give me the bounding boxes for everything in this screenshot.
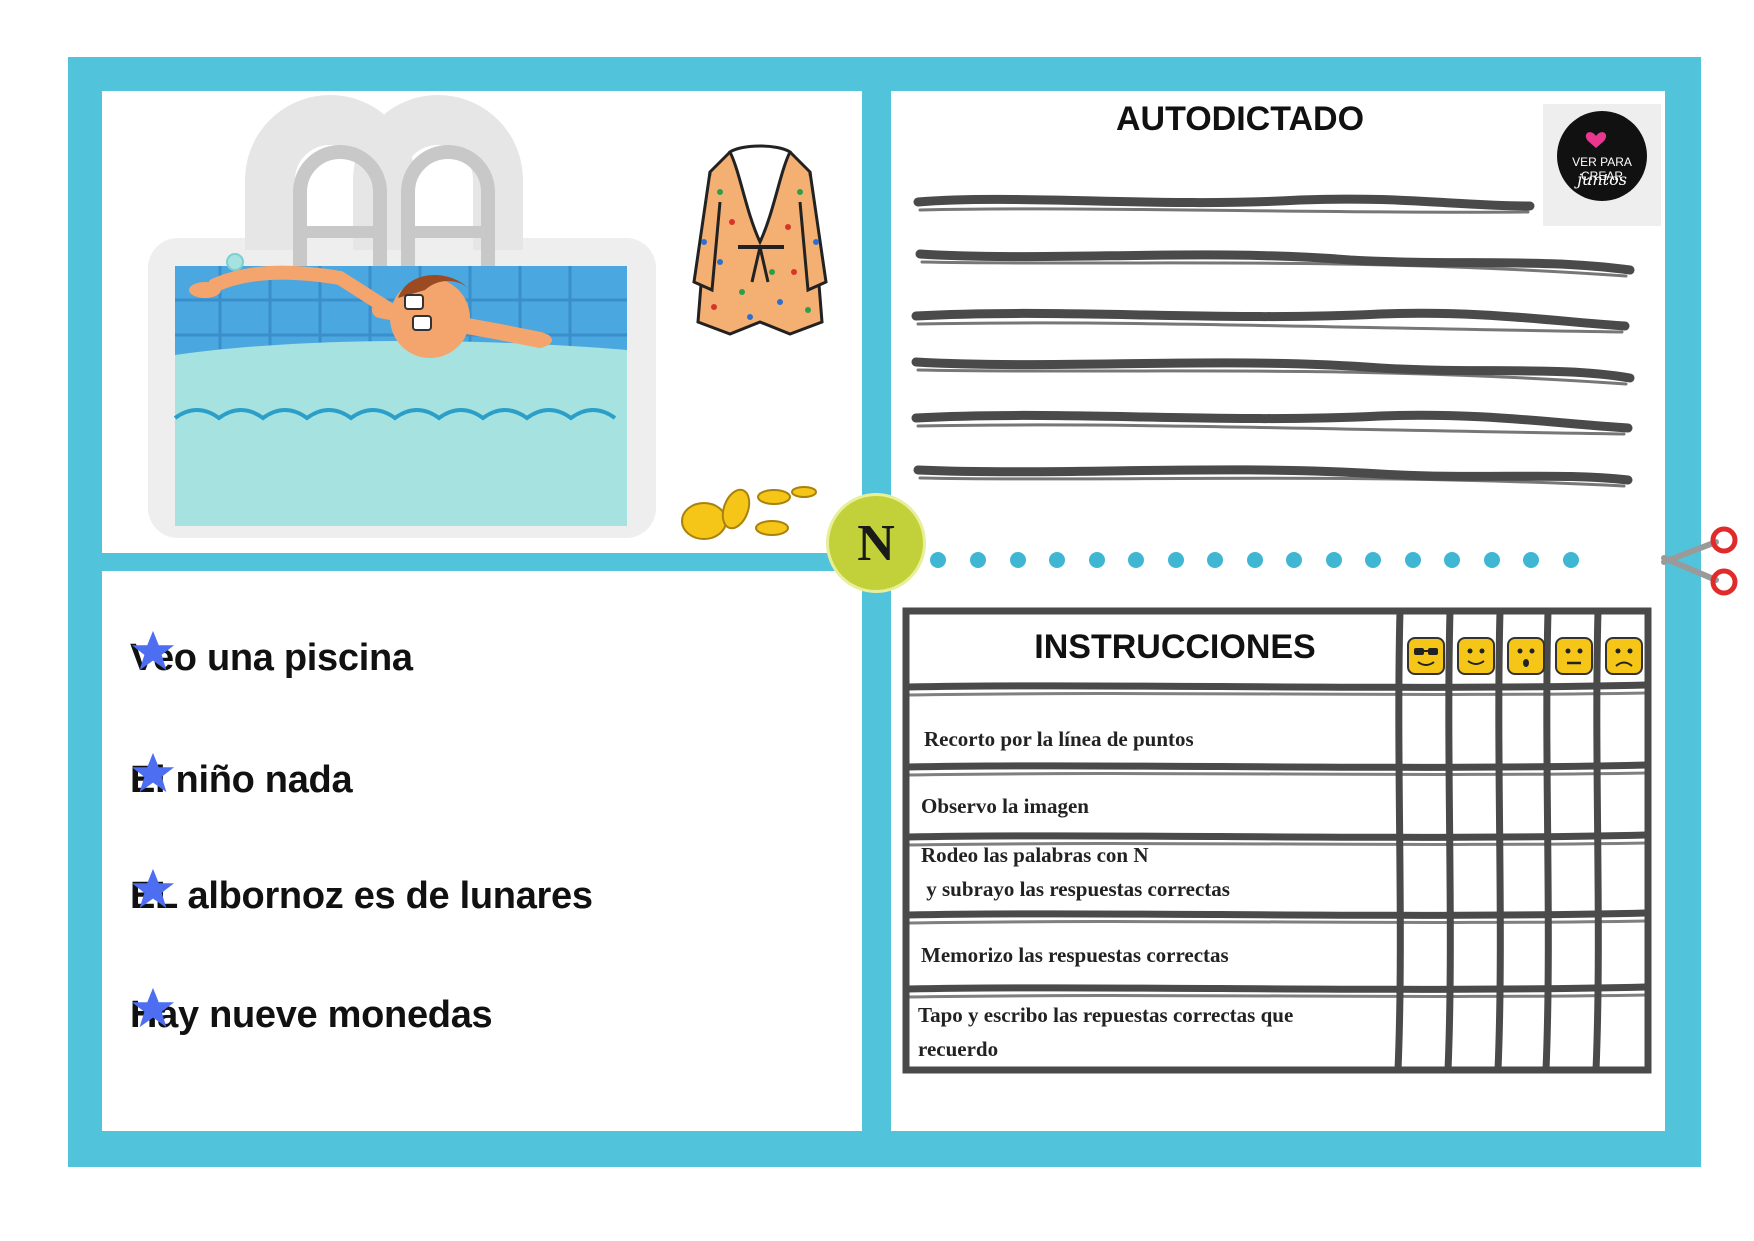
mouth-open-face-icon bbox=[1507, 637, 1545, 675]
instructions-table-grid bbox=[902, 607, 1652, 1074]
sentences-panel bbox=[102, 571, 862, 1131]
instruction-row-2: Observo la imagen bbox=[921, 794, 1089, 818]
dictation-title: AUTODICTADO bbox=[1115, 100, 1365, 138]
star-icon bbox=[131, 868, 175, 909]
instruction-row-5: Tapo y escribo las repuestas correctas q… bbox=[918, 1003, 1294, 1061]
star-icon bbox=[131, 987, 175, 1028]
star-icon bbox=[131, 752, 175, 793]
swimmer-pool-illustration bbox=[148, 95, 656, 538]
sentence-3: EL albornoz es de lunares bbox=[130, 866, 593, 926]
smile-face-icon bbox=[1457, 637, 1495, 675]
bathrobe-illustration bbox=[692, 144, 828, 336]
instruction-row-4: Memorizo las respuestas correctas bbox=[921, 943, 1229, 967]
logo-text-line1: VER PARA CREAR bbox=[1572, 155, 1632, 183]
section-divider bbox=[102, 553, 837, 571]
sentence-2: El niño nada bbox=[130, 750, 353, 810]
sunglasses-face-icon bbox=[1407, 637, 1445, 675]
instructions-title: INSTRUCCIONES bbox=[1034, 628, 1316, 666]
sentence-text: Veo una piscina bbox=[130, 636, 413, 679]
coins-illustration bbox=[681, 486, 817, 540]
star-icon bbox=[131, 630, 175, 671]
ver-para-crear-juntos-logo bbox=[1557, 111, 1647, 201]
logo-text-line2: juntos bbox=[1577, 170, 1627, 189]
instruction-row-1: Recorto por la línea de puntos bbox=[924, 727, 1194, 751]
sentence-text: EL albornoz es de lunares bbox=[130, 874, 593, 917]
sentence-text: El niño nada bbox=[130, 758, 353, 801]
dotted-cut-line bbox=[930, 552, 1579, 568]
letter-badge: N bbox=[826, 493, 926, 593]
sentence-text: Hay nueve monedas bbox=[130, 993, 493, 1036]
sentence-4: Hay nueve monedas bbox=[130, 985, 493, 1045]
frown-face-icon bbox=[1605, 637, 1643, 675]
scribbled-lines bbox=[911, 194, 1635, 488]
sentence-1: Veo una piscina bbox=[130, 628, 413, 688]
neutral-face-icon bbox=[1555, 637, 1593, 675]
scissors-icon bbox=[1661, 526, 1738, 596]
instruction-row-3: Rodeo las palabras con N y subrayo las r… bbox=[921, 843, 1230, 901]
badge-letter: N bbox=[857, 514, 895, 572]
